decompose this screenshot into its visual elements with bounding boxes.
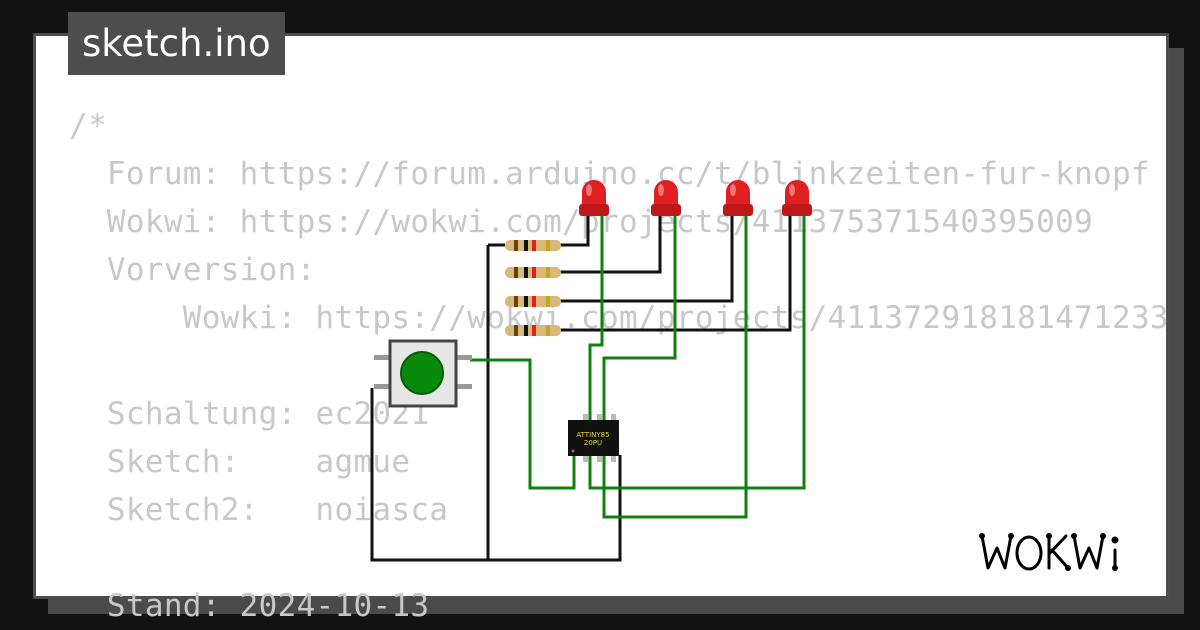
led[interactable]: [651, 180, 681, 216]
wokwi-logo-mark: [979, 533, 1119, 571]
code-line: Vorversion:: [69, 252, 316, 288]
attiny85-chip[interactable]: ATTINY85 20PU: [568, 414, 619, 462]
code-line: Stand: 2024-10-13: [69, 588, 430, 624]
chip-label-2: 20PU: [584, 439, 602, 447]
resistor[interactable]: [505, 267, 561, 278]
pushbutton[interactable]: [374, 339, 472, 408]
resistor[interactable]: [505, 296, 561, 307]
code-line: /*: [69, 108, 107, 144]
led[interactable]: [723, 180, 753, 216]
resistor[interactable]: [505, 325, 561, 336]
green-wires: [470, 215, 806, 519]
led[interactable]: [782, 180, 812, 216]
chip-label-1: ATTINY85: [576, 431, 609, 439]
led[interactable]: [579, 180, 609, 216]
code-line: Sketch: agmue: [69, 444, 411, 480]
code-line: Forum: https://forum.arduino.cc/t/blinkz…: [69, 156, 1150, 192]
code-line: Sketch2: noiasca: [69, 492, 449, 528]
black-wires: [370, 215, 792, 562]
resistor[interactable]: [505, 240, 561, 251]
wokwi-logo: [978, 528, 1150, 586]
file-tab[interactable]: sketch.ino: [68, 12, 285, 75]
